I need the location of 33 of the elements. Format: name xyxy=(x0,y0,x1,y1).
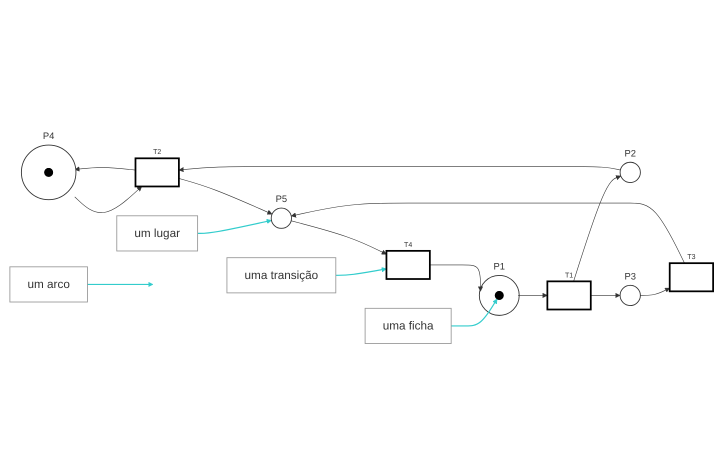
arrow xyxy=(178,178,272,215)
cluster xyxy=(20,144,76,200)
node-circle xyxy=(620,285,641,306)
arrow xyxy=(573,176,621,282)
arrow xyxy=(291,203,685,264)
node-label: P1 xyxy=(494,262,506,272)
arrow xyxy=(74,186,142,214)
node-label: P5 xyxy=(276,194,288,205)
node-label: P3 xyxy=(624,272,636,282)
node-bar xyxy=(546,280,592,311)
cluster xyxy=(478,275,520,316)
node-circle xyxy=(620,162,641,184)
arrow xyxy=(336,267,387,276)
node-box: uma transição xyxy=(226,258,336,294)
arrow xyxy=(451,299,498,327)
arrow xyxy=(178,166,621,172)
node-box: um arco xyxy=(9,266,88,303)
node-label: P4 xyxy=(42,132,54,142)
arrow xyxy=(87,282,154,288)
arrow xyxy=(640,288,670,296)
arrow xyxy=(430,264,484,292)
arrow xyxy=(290,220,387,255)
node-box: uma ficha xyxy=(364,308,452,344)
node-label: P2 xyxy=(624,149,636,160)
arrow xyxy=(198,219,272,234)
arrow xyxy=(518,293,548,298)
arrow xyxy=(74,166,136,172)
node-circle xyxy=(270,208,292,230)
node-bar xyxy=(386,250,431,280)
node-box: um lugar xyxy=(116,216,198,252)
arrow xyxy=(590,293,620,298)
node-bar xyxy=(668,262,714,292)
node-bar xyxy=(134,158,180,188)
